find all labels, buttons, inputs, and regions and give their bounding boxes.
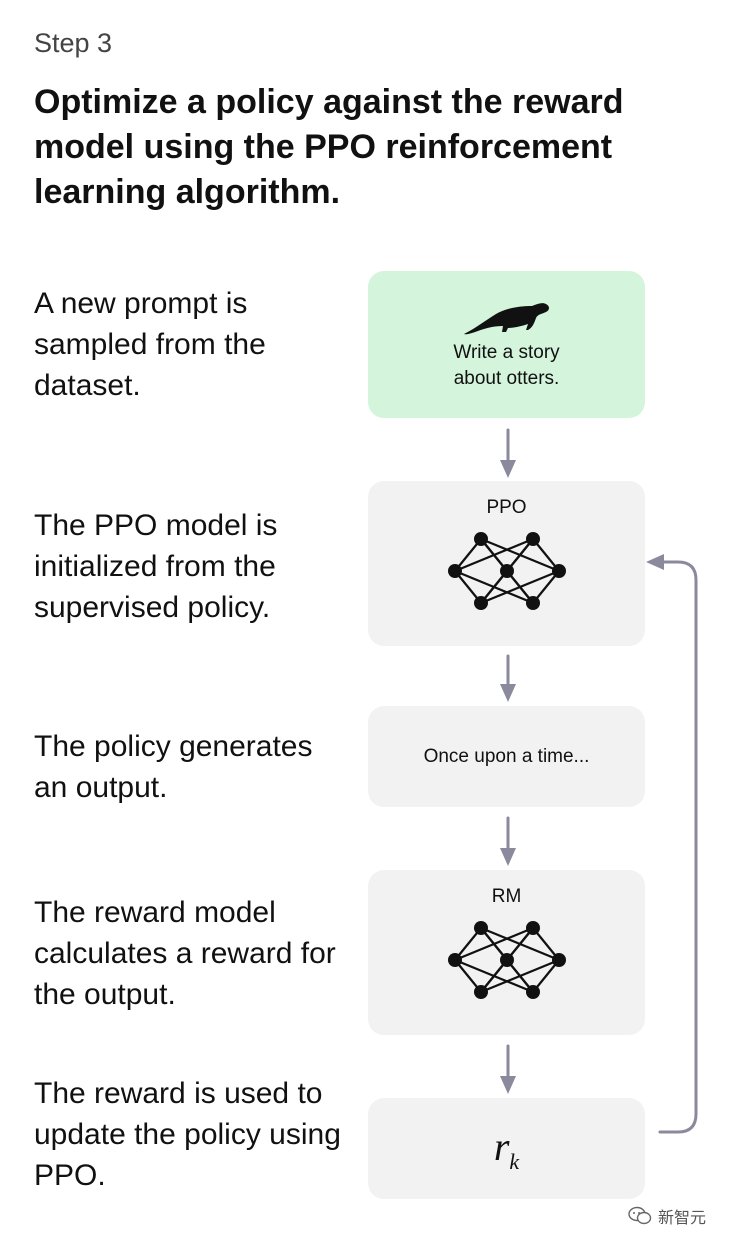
reward-subscript: k [509,1148,520,1174]
step-label: Step 3 [34,28,113,58]
prompt-text: Write a story about otters. [453,341,560,389]
reward-model-box: RM [368,870,645,1035]
prompt-box: Write a story about otters. [368,271,645,418]
page-title: Optimize a policy against the reward mod… [34,83,624,211]
watermark-text: 新智元 [657,1210,706,1227]
reward-symbol-base: r [493,1123,510,1169]
reward-box: rk [368,1098,645,1199]
ppo-model-box: PPO [368,481,645,646]
wechat-icon [628,1206,652,1225]
step-3-description: The policy generates an output. [34,730,313,804]
otter-icon [463,302,549,334]
ppo-label: PPO [486,497,527,518]
step-5-description: The reward is used to update the policy … [34,1077,341,1192]
output-text: Once upon a time... [423,745,590,767]
watermark: 新智元 [628,1204,706,1228]
step-2-description: The PPO model is initialized from the su… [34,509,278,624]
feedback-loop-arrow [658,560,698,1134]
reward-symbol: rk [494,1123,519,1175]
rm-label: RM [491,886,522,907]
neural-network-icon [447,921,566,999]
step-4-description: The reward model calculates a reward for… [34,896,336,1011]
neural-network-icon [447,532,566,610]
policy-output-box: Once upon a time... [368,706,645,807]
step-1-description: A new prompt is sampled from the dataset… [34,287,266,402]
